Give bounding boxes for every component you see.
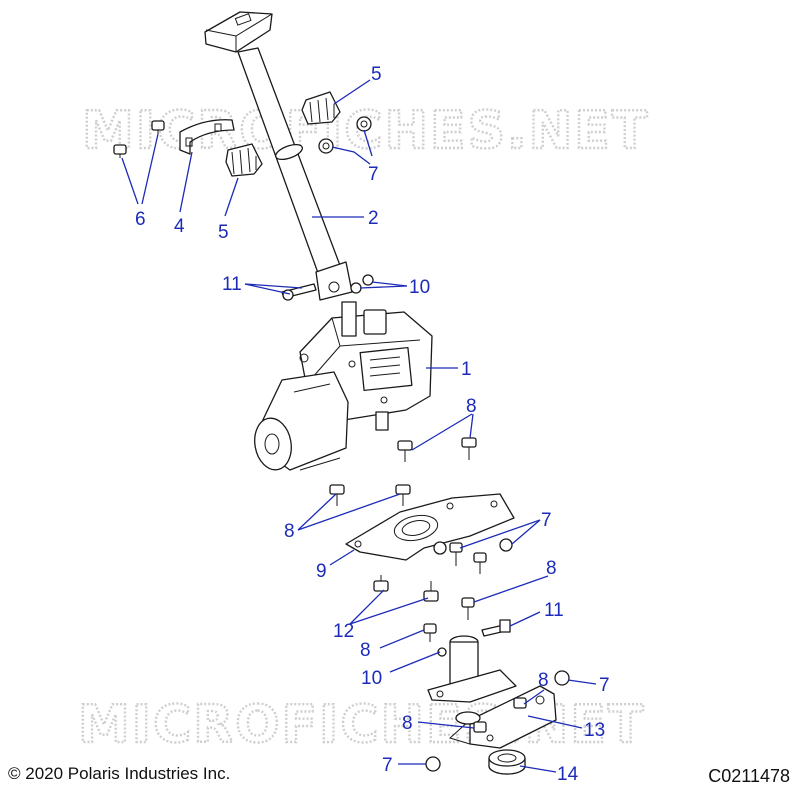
callout-4: 4 bbox=[174, 216, 185, 237]
mounting-plate bbox=[345, 493, 515, 561]
bushing-upper bbox=[301, 91, 341, 125]
lower-shaft bbox=[427, 635, 517, 703]
bolt-8-f bbox=[423, 623, 437, 642]
bushing-lower bbox=[225, 143, 263, 177]
callout-8-lower-left: 8 bbox=[360, 640, 371, 661]
watermark-bottom: MICROFICHES.NET bbox=[78, 695, 645, 755]
bolt-6-a bbox=[113, 144, 127, 158]
callout-1: 1 bbox=[461, 359, 472, 380]
bolt-8-c bbox=[329, 484, 345, 506]
nut-7-e bbox=[554, 670, 570, 686]
callout-11-lower: 11 bbox=[544, 600, 564, 621]
callout-9: 9 bbox=[316, 561, 327, 582]
callout-7-mid: 7 bbox=[541, 510, 552, 531]
nut-7-c bbox=[433, 541, 447, 555]
clamp-bracket bbox=[179, 119, 235, 155]
callout-13: 13 bbox=[584, 720, 605, 741]
callout-6: 6 bbox=[135, 209, 146, 230]
callout-7-upper: 7 bbox=[368, 164, 379, 185]
copyright-notice: © 2020 Polaris Industries Inc. bbox=[8, 764, 231, 783]
bolt-6-b bbox=[151, 120, 165, 134]
callout-10-upper: 10 bbox=[409, 277, 430, 298]
nut-7-b bbox=[318, 138, 334, 154]
bolt-8-e bbox=[461, 597, 475, 620]
eps-steering-unit bbox=[254, 301, 433, 471]
bolt-mid-a bbox=[449, 542, 463, 566]
bolt-8-b bbox=[461, 437, 477, 460]
bolt-8-d bbox=[395, 484, 411, 506]
bolt-8-a bbox=[397, 440, 413, 462]
callout-5-upper: 5 bbox=[371, 64, 382, 85]
figure-code: C0211478 bbox=[708, 766, 790, 786]
nut-10-lower bbox=[437, 647, 447, 657]
callout-14: 14 bbox=[557, 764, 579, 785]
washer bbox=[455, 711, 481, 725]
callout-5-lower: 5 bbox=[218, 222, 229, 243]
nut-7-a bbox=[356, 116, 372, 132]
leader-lines bbox=[121, 79, 597, 773]
steering-column-shaft bbox=[204, 11, 353, 301]
bolt-8-g bbox=[513, 697, 527, 709]
bolt-11 bbox=[481, 619, 511, 637]
callout-8-left: 8 bbox=[284, 521, 295, 542]
callout-12: 12 bbox=[333, 621, 354, 642]
callout-2: 2 bbox=[368, 208, 379, 229]
bolt-8-h bbox=[473, 721, 487, 733]
callout-8-lower-right: 8 bbox=[538, 670, 549, 691]
nut-7-f bbox=[425, 756, 441, 772]
callout-7-bottom: 7 bbox=[382, 755, 393, 776]
bolt-12-a bbox=[373, 575, 389, 592]
spacer-ring bbox=[488, 749, 526, 775]
callout-7-right: 7 bbox=[599, 675, 610, 696]
callout-8-right: 8 bbox=[546, 558, 557, 579]
callout-8-upper: 8 bbox=[466, 396, 477, 417]
nut-7-d bbox=[499, 538, 513, 552]
nut-10 bbox=[350, 274, 374, 294]
callout-11-upper: 11 bbox=[222, 274, 242, 295]
pin-11 bbox=[281, 283, 317, 301]
lower-bracket bbox=[449, 685, 557, 749]
bolt-mid-b bbox=[473, 552, 487, 574]
callout-8-bottom: 8 bbox=[402, 713, 413, 734]
callout-10-lower: 10 bbox=[361, 668, 382, 689]
